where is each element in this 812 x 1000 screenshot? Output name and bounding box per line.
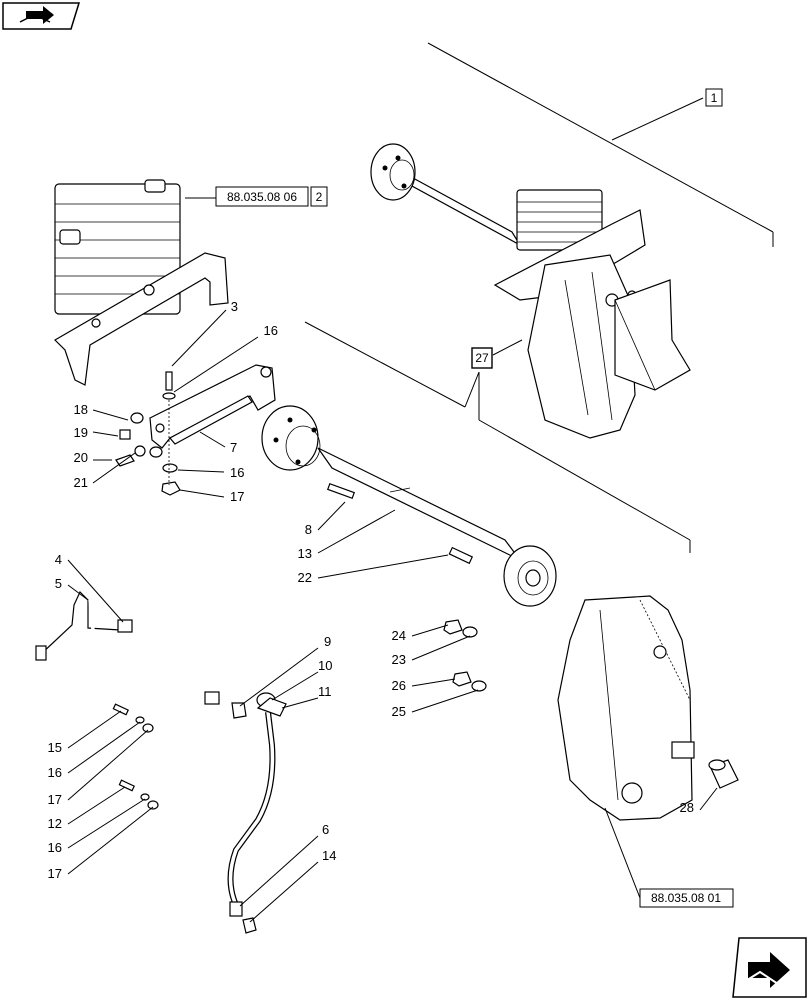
next-page-arrow-icon[interactable] [732,937,807,998]
ref-box-1[interactable]: 1 [705,88,723,107]
callout-16: 16 [264,323,278,338]
callout-7: 7 [230,440,237,455]
nuts-washers [443,619,487,692]
callout-13: 13 [298,546,312,561]
callout-23: 23 [392,652,406,667]
ref-box-2[interactable]: 2 [310,186,328,207]
book-arrow-icon[interactable] [2,2,81,30]
ref-box-gearbox-label: 88.035.08 01 [651,891,721,905]
ref-box-cooler[interactable]: 88.035.08 06 [215,186,309,207]
callout-21: 21 [74,475,88,490]
callout-16: 16 [48,840,62,855]
assembly-overview [370,42,774,439]
callout-25: 25 [392,704,406,719]
callout-10: 10 [318,658,332,673]
callout-19: 19 [74,425,88,440]
callout-17: 17 [48,866,62,881]
callout-6: 6 [322,822,329,837]
callout-15: 15 [48,740,62,755]
callout-20: 20 [74,450,88,465]
support-bracket [115,364,276,496]
oil-cooler [54,179,229,386]
ref-box-1-label: 1 [711,91,718,105]
callout-16: 16 [48,765,62,780]
callout-3: 3 [231,299,238,314]
callout-4: 4 [55,552,62,567]
callout-28: 28 [680,800,694,815]
gearbox [557,595,739,821]
callout-26: 26 [392,678,406,693]
callout-18: 18 [74,402,88,417]
leader-lines [67,309,718,923]
ref-box-cooler-label: 88.035.08 06 [227,190,297,204]
callout-16: 16 [230,465,244,480]
hydraulic-pipes [35,590,287,934]
ref-box-27-label: 27 [475,351,489,365]
ref-box-2-label: 2 [316,190,323,204]
callout-14: 14 [322,848,336,863]
callout-9: 9 [324,634,331,649]
callout-22: 22 [298,570,312,585]
callout-labels: 3 16 18 19 20 21 7 16 17 8 13 22 4 5 9 1… [48,299,694,881]
callout-17: 17 [48,792,62,807]
callout-12: 12 [48,816,62,831]
callout-11: 11 [318,684,332,699]
callout-5: 5 [55,576,62,591]
ref-box-gearbox[interactable]: 88.035.08 01 [639,888,734,908]
ref-box-27[interactable]: 27 [464,339,523,420]
callout-8: 8 [305,522,312,537]
callout-17: 17 [230,489,244,504]
callout-24: 24 [392,628,406,643]
drive-shaft [261,405,557,607]
